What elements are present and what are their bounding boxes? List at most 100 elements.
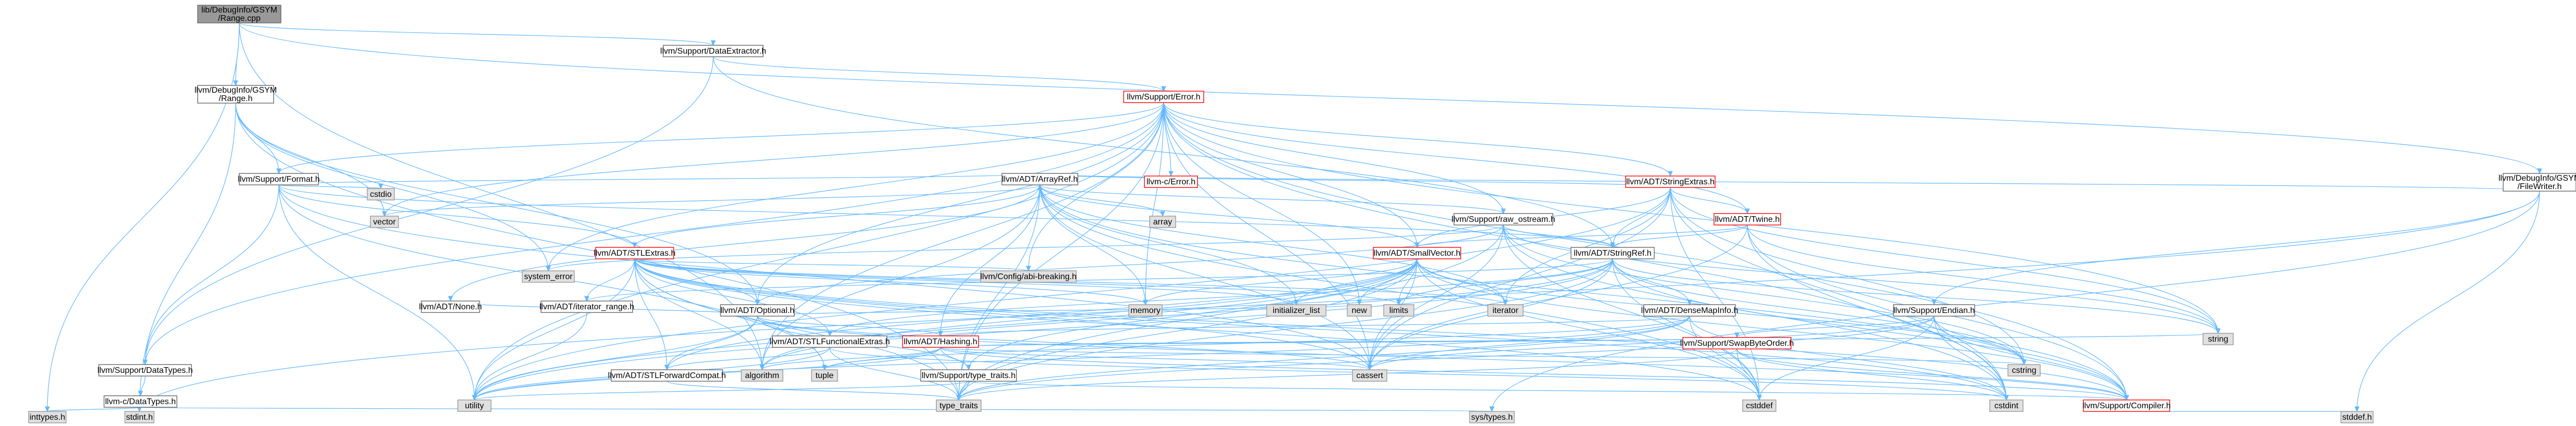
edge-smallvector-to-new — [1359, 258, 1418, 305]
node-label-arrayref: llvm/ADT/ArrayRef.h — [1002, 175, 1078, 184]
edge-stringextras-to-cstring — [1670, 187, 2025, 365]
edge-arrayref-to-hashing — [940, 184, 1040, 336]
node-box-inttypes — [28, 411, 67, 423]
edge-stlforward-to-type_traits — [666, 381, 959, 400]
node-c_error[interactable]: llvm-c/Error.h — [1144, 176, 1198, 188]
edge-twine-to-cstdint — [1747, 224, 2007, 400]
node-label-smallvector: llvm/ADT/SmallVector.h — [1373, 249, 1460, 258]
edge-stringref-to-compiler — [1612, 258, 2127, 400]
node-hashing[interactable]: llvm/ADT/Hashing.h — [902, 335, 979, 348]
edge-endian-to-cstdint — [1934, 316, 2007, 400]
node-box-limits — [1383, 304, 1414, 317]
edge-arrayref-to-array — [1039, 184, 1163, 217]
node-stringextras[interactable]: llvm/ADT/StringExtras.h — [1625, 176, 1716, 188]
node-box-cassert — [1352, 369, 1387, 382]
edge-hashing-to-compiler — [940, 347, 2127, 400]
node-label-stlforward: llvm/ADT/STLForwardCompat.h — [608, 371, 726, 380]
node-box-type_traits — [936, 399, 982, 412]
edge-stlfunctional-to-stlforward — [666, 347, 830, 370]
node-label-dataextractor: llvm/Support/DataExtractor.h — [660, 47, 766, 56]
node-box-dataextractor — [663, 45, 764, 57]
node-box-raw_ostream — [1453, 213, 1553, 225]
node-dataextractor[interactable]: llvm/Support/DataExtractor.h — [660, 45, 766, 57]
node-cstddef: cstddef — [1742, 399, 1776, 412]
edge-support_format-to-stringref — [278, 184, 1613, 248]
node-label-utility: utility — [465, 402, 484, 410]
edge-dataextractor-to-support_datatypes — [145, 56, 714, 365]
node-label-gsym_range: /Range.h — [219, 94, 253, 103]
node-optional[interactable]: llvm/ADT/Optional.h — [720, 304, 795, 317]
edge-hashing-to-cassert — [940, 347, 1370, 370]
node-stlforward[interactable]: llvm/ADT/STLForwardCompat.h — [608, 369, 726, 382]
arrowhead-support_error-to-c_error — [1168, 171, 1174, 177]
node-label-cstddef: cstddef — [1746, 402, 1773, 410]
edge-gsym_range-to-support_format — [235, 103, 279, 174]
node-support_format[interactable]: llvm/Support/Format.h — [238, 173, 320, 185]
node-densemapinfo[interactable]: llvm/ADT/DenseMapInfo.h — [1641, 304, 1738, 317]
node-label-config_abi: llvm/Config/abi-breaking.h — [981, 272, 1077, 281]
node-label-stringref: llvm/ADT/StringRef.h — [1574, 249, 1651, 258]
arrowhead-raw_ostream-to-system_error — [546, 266, 551, 272]
edge-stringextras-to-iterator — [1505, 187, 1671, 305]
node-label-type_traits_h: llvm/Support/type_traits.h — [922, 371, 1016, 380]
node-stlfunctional[interactable]: llvm/ADT/STLFunctionalExtras.h — [769, 335, 890, 348]
node-arrayref[interactable]: llvm/ADT/ArrayRef.h — [1001, 173, 1078, 185]
arrowhead-gsym_filewriter-to-endian — [1931, 299, 1937, 306]
node-stlextras[interactable]: llvm/ADT/STLExtras.h — [594, 247, 676, 259]
node-label-c_error: llvm-c/Error.h — [1147, 178, 1195, 186]
node-box-system_error — [522, 270, 575, 283]
edge-root-to-dataextractor — [239, 22, 714, 46]
edge-support_error-to-config_abi — [1028, 102, 1164, 271]
edge-arrayref-to-cassert — [1039, 184, 1370, 370]
node-label-iterator: iterator — [1492, 306, 1518, 315]
node-label-cstdint: cstdint — [1994, 402, 2019, 410]
node-box-memory — [1128, 304, 1163, 317]
node-label-optional: llvm/ADT/Optional.h — [720, 306, 794, 315]
edge-endian-to-cstring — [1934, 316, 2025, 365]
node-type_traits_h[interactable]: llvm/Support/type_traits.h — [920, 369, 1017, 382]
edge-support_format-to-stlextras — [278, 184, 635, 248]
edge-dataextractor-to-stringref — [713, 56, 1613, 248]
arrowhead-swapbyteorder-to-compiler — [2124, 395, 2129, 401]
node-box-vector — [370, 216, 399, 228]
node-box-smallvector — [1373, 247, 1461, 259]
node-support_datatypes[interactable]: llvm/Support/DataTypes.h — [97, 364, 193, 377]
node-label-endian: llvm/Support/Endian.h — [1894, 306, 1975, 315]
node-none[interactable]: llvm/ADT/None.h — [419, 300, 482, 313]
node-root[interactable]: lib/DebugInfo/GSYM/Range.cpp — [197, 5, 281, 23]
node-c_datatypes[interactable]: llvm-c/DataTypes.h — [104, 395, 177, 408]
node-label-vector: vector — [373, 218, 396, 227]
edge-support_format-to-support_datatypes — [145, 184, 279, 365]
node-swapbyteorder[interactable]: llvm/Support/SwapByteOrder.h — [1680, 337, 1794, 349]
node-iterator_range[interactable]: llvm/ADT/iterator_range.h — [539, 300, 634, 313]
node-label-string: string — [2208, 335, 2228, 344]
node-smallvector[interactable]: llvm/ADT/SmallVector.h — [1373, 247, 1461, 259]
node-system_error: system_error — [522, 270, 575, 283]
node-endian[interactable]: llvm/Support/Endian.h — [1893, 304, 1975, 317]
node-cstring: cstring — [2007, 364, 2041, 377]
node-support_error[interactable]: llvm/Support/Error.h — [1123, 91, 1204, 103]
node-tuple: tuple — [811, 369, 838, 382]
arrowhead-root-to-gsym_range — [233, 80, 238, 86]
edge-densemapinfo-to-tuple — [824, 316, 1690, 370]
edge-raw_ostream-to-string — [1503, 224, 2219, 334]
node-limits: limits — [1383, 304, 1414, 317]
edge-gsym_filewriter-to-stdint — [139, 191, 2540, 412]
node-box-root — [197, 5, 281, 23]
node-compiler[interactable]: llvm/Support/Compiler.h — [2082, 399, 2171, 412]
edge-smallvector-to-memory — [1145, 258, 1418, 305]
node-gsym_range[interactable]: llvm/DebugInfo/GSYM/Range.h — [195, 85, 277, 104]
edge-smallvector-to-compiler — [1416, 258, 2127, 400]
node-gsym_filewriter[interactable]: llvm/DebugInfo/GSYM/FileWriter.h — [2498, 173, 2576, 192]
edge-stringref-to-string — [1612, 258, 2219, 334]
node-label-stddef: stddef.h — [2342, 413, 2372, 422]
edge-swapbyteorder-to-compiler — [1736, 348, 2127, 400]
arrowhead-smallvector-to-initializer_list — [1294, 299, 1299, 306]
node-twine[interactable]: llvm/ADT/Twine.h — [1714, 213, 1781, 225]
edges-layer — [45, 22, 2542, 412]
edge-twine-to-smallvector — [1416, 224, 1748, 248]
node-raw_ostream[interactable]: llvm/Support/raw_ostream.h — [1451, 213, 1555, 225]
node-stringref[interactable]: llvm/ADT/StringRef.h — [1570, 247, 1655, 259]
node-box-gsym_range — [197, 85, 274, 104]
node-label-initializer_list: initializer_list — [1273, 306, 1320, 315]
